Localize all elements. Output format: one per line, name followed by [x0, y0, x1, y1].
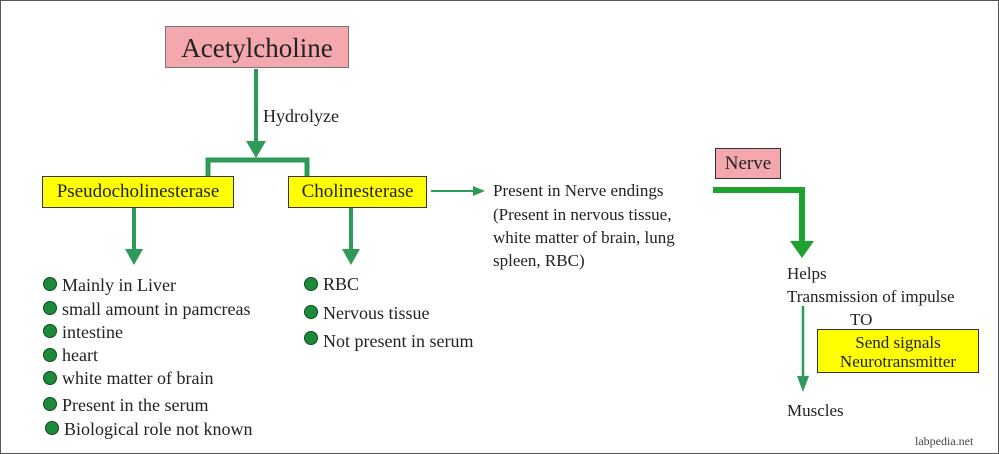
presence-line-4: spleen, RBC) — [493, 251, 585, 270]
chol-item: RBC — [323, 274, 360, 294]
presence-line-2: (Present in nervous tissue, — [493, 205, 672, 224]
nerve-label: Nerve — [724, 153, 772, 174]
cholinesterase-box: Cholinesterase — [288, 176, 427, 208]
cholinesterase-label: Cholinesterase — [301, 181, 414, 202]
presence-line-3: white matter of brain, lung — [493, 228, 675, 247]
arrow-transmission-head — [797, 376, 809, 392]
transmission-label: Transmission of impulse — [787, 287, 955, 306]
send-signals-label: Send signals — [855, 333, 941, 352]
pseudo-item: intestine — [62, 322, 123, 342]
neurotransmitter-label: Neurotransmitter — [839, 352, 957, 371]
hydrolyze-label: Hydrolyze — [263, 106, 339, 126]
arrow-chol-head — [342, 249, 360, 265]
helps-label: Helps — [787, 264, 827, 283]
watermark: labpedia.net — [915, 434, 974, 448]
pseudocholinesterase-label: Pseudocholinesterase — [56, 181, 220, 202]
bullet-dot — [43, 277, 57, 291]
arrow-acetylcholine-head — [246, 141, 266, 158]
pseudocholinesterase-box: Pseudocholinesterase — [42, 176, 234, 208]
bullet-dot — [43, 324, 57, 338]
pseudo-item: white matter of brain — [62, 368, 214, 388]
arrow-chol-right-head — [473, 186, 485, 196]
pseudo-item: Present in the serum — [62, 395, 209, 415]
nerve-box: Nerve — [715, 148, 781, 179]
pseudo-item: Biological role not known — [64, 419, 253, 439]
bullet-dot — [43, 371, 57, 385]
nerve-arrow — [713, 187, 805, 243]
bullet-dot — [304, 331, 318, 345]
bullet-dot — [43, 348, 57, 362]
acetylcholine-label: Acetylcholine — [181, 33, 333, 63]
pseudo-item: Mainly in Liver — [62, 275, 176, 295]
bullet-dot — [43, 397, 57, 411]
to-label: TO — [850, 310, 873, 329]
pseudo-item: heart — [62, 345, 98, 365]
split-bracket — [205, 157, 310, 176]
chol-item: Nervous tissue — [323, 303, 430, 323]
pseudo-item: small amount in pamcreas — [62, 299, 251, 319]
presence-line-1: Present in Nerve endings — [493, 181, 664, 200]
acetylcholine-box: Acetylcholine — [165, 26, 349, 68]
bullet-dot — [304, 277, 318, 291]
bullet-dot — [304, 305, 318, 319]
send-signals-box: Send signals Neurotransmitter — [817, 329, 979, 373]
bullet-dot — [45, 421, 59, 435]
nerve-arrow-head — [790, 241, 814, 258]
chol-item: Not present in serum — [323, 331, 474, 351]
muscles-label: Muscles — [787, 401, 844, 420]
arrow-pseudo-head — [125, 249, 143, 265]
bullet-dot — [43, 301, 57, 315]
